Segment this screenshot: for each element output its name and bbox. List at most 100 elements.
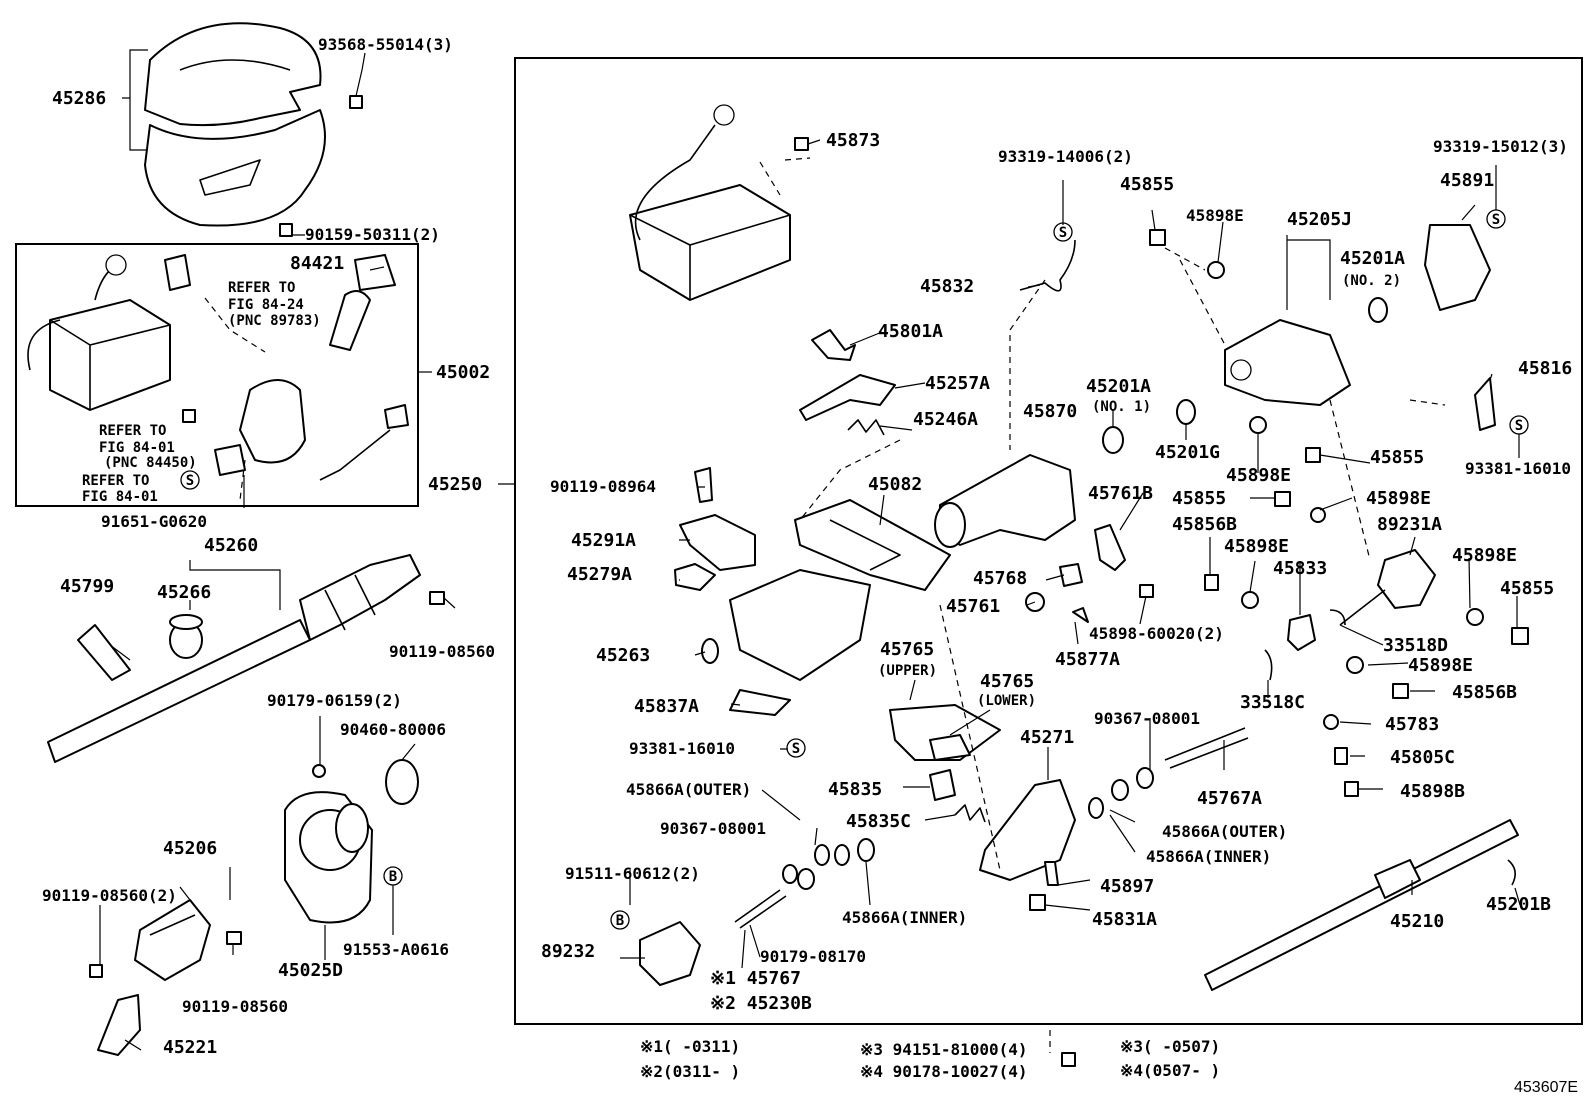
label-45898E-a: 45898E [1186, 206, 1244, 225]
label-45291A: 45291A [571, 530, 636, 551]
assembly-frame-45002 [15, 243, 419, 507]
screws-lower [1029, 861, 1076, 1067]
label-93381-16010-a: 93381-16010 [1465, 459, 1571, 478]
bolt-90119-a [429, 591, 445, 605]
label-45210: 45210 [1390, 911, 1444, 932]
bracket-45799 [77, 624, 131, 681]
svg-text:B: B [616, 913, 624, 929]
label-45201A-no1: 45201A [1086, 376, 1151, 397]
screws-right [1149, 229, 1529, 797]
ring-45201A-no1 [1102, 426, 1124, 454]
label-93568-55014: 93568-55014(3) [318, 35, 453, 54]
bracket-45286 [122, 49, 148, 151]
label-45866A-inner-a: 45866A(INNER) [1146, 847, 1271, 866]
label-45761: 45761 [946, 596, 1000, 617]
label-45833: 45833 [1273, 558, 1327, 579]
label-45279A: 45279A [567, 564, 632, 585]
label-refer-to-a: REFER TO [228, 280, 295, 296]
clip-33518D [1329, 609, 1346, 626]
label-45898E-f: 45898E [1408, 655, 1473, 676]
label-45855-a: 45855 [1120, 174, 1174, 195]
label-90179-08170: 90179-08170 [760, 947, 866, 966]
bracket-45271 [979, 779, 1076, 881]
assembly-frame-45250 [514, 57, 1583, 1025]
svg-text:S: S [1492, 212, 1500, 228]
bush-45765-lower [929, 734, 971, 761]
label-89232: 89232 [541, 941, 595, 962]
dot-90179 [312, 764, 326, 778]
joint-45221 [97, 994, 141, 1056]
label-upper: (UPPER) [878, 663, 937, 679]
label-45761B: 45761B [1088, 483, 1153, 504]
label-45201A-no2: 45201A [1340, 248, 1405, 269]
clip-33518C [1264, 649, 1273, 681]
label-91651-G0620: 91651-G0620 [101, 512, 207, 531]
rings-45866A [814, 767, 1154, 866]
lever-45257A [799, 374, 896, 421]
label-45201G: 45201G [1155, 442, 1220, 463]
bracket-45891 [1424, 224, 1491, 311]
label-45263: 45263 [596, 645, 650, 666]
label-45201B: 45201B [1486, 894, 1551, 915]
label-note2: ※2(0311- ) [640, 1062, 740, 1081]
label-45002: 45002 [436, 362, 490, 383]
bracket-45082 [729, 499, 951, 681]
label-45767A: 45767A [1197, 788, 1262, 809]
boot-45025D [284, 791, 373, 924]
label-45898B: 45898B [1400, 781, 1465, 802]
label-90460-80006: 90460-80006 [340, 720, 446, 739]
label-45898E-e: 45898E [1452, 545, 1517, 566]
bolt-90119-08964 [694, 467, 713, 503]
label-45768: 45768 [973, 568, 1027, 589]
ring-45201G [1176, 399, 1196, 425]
label-note1: ※1( -0311) [640, 1037, 740, 1056]
bracket-45816 [1474, 377, 1496, 431]
label-90367-08001-a: 90367-08001 [1094, 709, 1200, 728]
label-45898-60020: 45898-60020(2) [1089, 624, 1224, 643]
steering-shaft-45260 [47, 554, 421, 763]
marker-s: S S S S S [180, 209, 1529, 758]
label-90159-50311: 90159-50311(2) [305, 225, 440, 244]
label-note4-90178: ※4 90178-10027(4) [860, 1062, 1028, 1081]
washer-45263 [701, 638, 719, 664]
svg-text:S: S [1059, 225, 1067, 241]
wire-45832 [1019, 239, 1076, 292]
label-45831A: 45831A [1092, 909, 1157, 930]
bracket-89232 [639, 921, 701, 986]
label-45835: 45835 [828, 779, 882, 800]
label-45856B-b: 45856B [1452, 682, 1517, 703]
label-90179-06159: 90179-06159(2) [267, 691, 402, 710]
clip-90460 [385, 759, 419, 805]
label-45221: 45221 [163, 1037, 217, 1058]
column-cover-45286 [144, 22, 326, 227]
joint-45206 [89, 899, 242, 981]
label-90119-08560-c: 90119-08560 [182, 997, 288, 1016]
tube-45870 [934, 454, 1076, 548]
label-45832: 45832 [920, 276, 974, 297]
label-no1: (NO. 1) [1092, 399, 1151, 415]
label-45866A-inner-b: 45866A(INNER) [842, 908, 967, 927]
screw-45873 [794, 137, 809, 151]
label-note3-94151: ※3 94151-81000(4) [860, 1040, 1028, 1059]
alignment-lines [759, 157, 1446, 1053]
leader-lines [99, 52, 1521, 1051]
label-45866A-outer-b: 45866A(OUTER) [1162, 822, 1287, 841]
label-90119-08964: 90119-08964 [550, 477, 656, 496]
label-90367-08001-b: 90367-08001 [660, 819, 766, 838]
label-note3-range: ※3( -0507) [1120, 1037, 1220, 1056]
spring-45835C [954, 804, 986, 823]
label-refer-to-c: REFER TO [82, 473, 149, 489]
lock-45205J [1224, 319, 1351, 406]
label-45891: 45891 [1440, 170, 1494, 191]
bearing-45266 [169, 614, 203, 659]
screw-90159 [279, 223, 293, 237]
label-45260: 45260 [204, 535, 258, 556]
label-45837A: 45837A [634, 696, 699, 717]
label-45783: 45783 [1385, 714, 1439, 735]
label-fig-84-01-a: FIG 84-01 [99, 440, 175, 456]
label-45870: 45870 [1023, 401, 1077, 422]
label-pnc-84450: (PNC 84450) [104, 455, 197, 471]
label-45206: 45206 [163, 838, 217, 859]
label-45835C: 45835C [846, 811, 911, 832]
switch-body-top [629, 104, 791, 301]
